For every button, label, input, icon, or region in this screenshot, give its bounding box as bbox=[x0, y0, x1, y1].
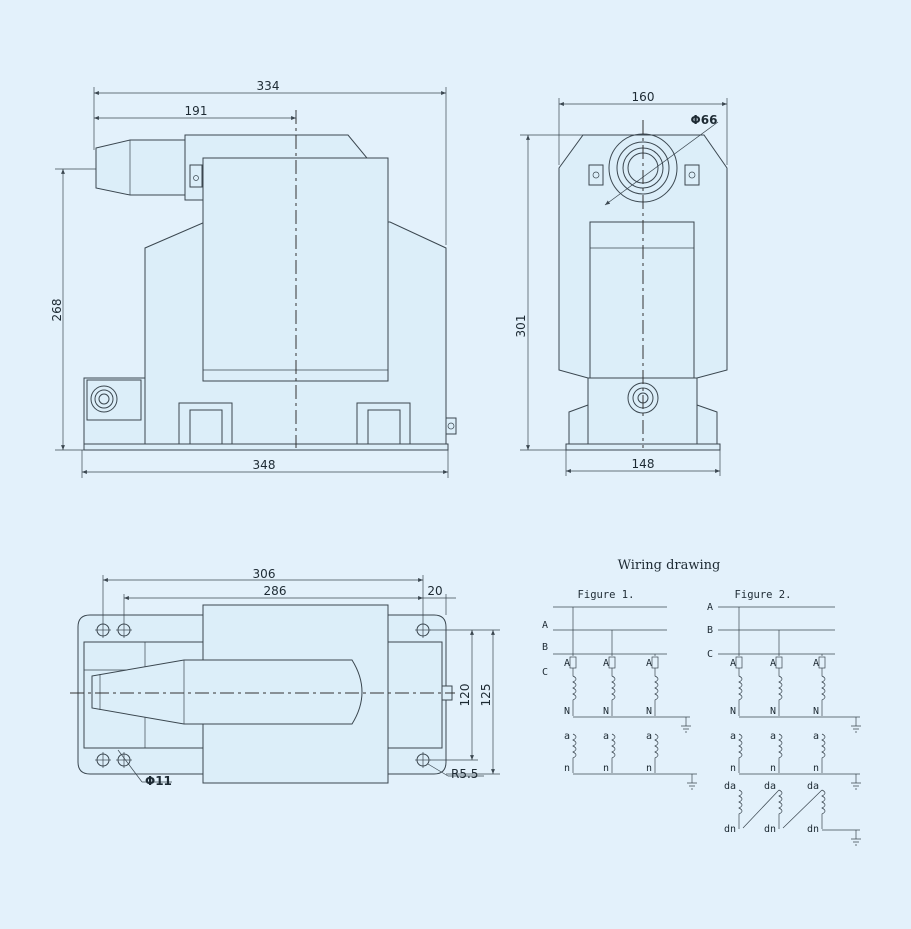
fig1-terminal-labels: A A A N N N a a a n n n bbox=[564, 658, 652, 774]
fig1-label: a bbox=[603, 731, 609, 742]
top-dim-286: 286 bbox=[264, 584, 287, 598]
fig2-label: N bbox=[730, 706, 736, 717]
fig1-windings bbox=[569, 607, 697, 790]
fig2-phase-a: A bbox=[707, 602, 713, 613]
front-dim-268: 268 bbox=[50, 299, 64, 322]
fig2-label: A bbox=[770, 658, 776, 669]
mounting-holes bbox=[95, 622, 431, 768]
fig2-label: n bbox=[730, 763, 736, 774]
fig2-label: a bbox=[730, 731, 736, 742]
fig1-phase-b: B bbox=[542, 642, 548, 653]
fig2-label: dn bbox=[724, 824, 736, 835]
top-dim-125: 125 bbox=[479, 684, 493, 707]
side-dim-148: 148 bbox=[632, 457, 655, 471]
fig2-label: A bbox=[730, 658, 736, 669]
side-dim-phi66: Φ66 bbox=[691, 113, 718, 127]
fig2-phase-c: C bbox=[707, 649, 713, 660]
wiring-title: Wiring drawing bbox=[618, 558, 721, 573]
side-dim-160: 160 bbox=[632, 90, 655, 104]
fig2-label: dn bbox=[764, 824, 776, 835]
fig1-label: n bbox=[603, 763, 609, 774]
fig1-label: A bbox=[564, 658, 570, 669]
top-view: 306 286 20 120 125 Φ11 R5.5 bbox=[70, 567, 500, 788]
fig2-label: da bbox=[724, 781, 736, 792]
fig2-label: N bbox=[770, 706, 776, 717]
fig1-label: N bbox=[646, 706, 652, 717]
top-dim-r55: R5.5 bbox=[451, 767, 478, 781]
figure1-title: Figure 1. bbox=[578, 589, 635, 601]
fig2-label: n bbox=[770, 763, 776, 774]
fig1-phase-a: A bbox=[542, 620, 548, 631]
wiring-figure-2: Figure 2. A B C bbox=[707, 589, 835, 660]
fig2-label: N bbox=[813, 706, 819, 717]
fig1-label: N bbox=[603, 706, 609, 717]
fig2-label: a bbox=[770, 731, 776, 742]
fig1-label: n bbox=[564, 763, 570, 774]
fig1-label: A bbox=[603, 658, 609, 669]
top-dim-120: 120 bbox=[458, 684, 472, 707]
fig2-phase-b: B bbox=[707, 625, 713, 636]
top-dim-306: 306 bbox=[253, 567, 276, 581]
fig2-terminal-labels: A A A N N N a a a n n n da da da dn dn d… bbox=[724, 658, 819, 835]
top-dim-phi11: Φ11 bbox=[145, 774, 172, 788]
fig2-windings bbox=[735, 607, 861, 846]
front-dim-334: 334 bbox=[257, 79, 280, 93]
front-dim-191: 191 bbox=[185, 104, 208, 118]
fig1-label: a bbox=[564, 731, 570, 742]
fig2-label: da bbox=[764, 781, 776, 792]
fig1-label: a bbox=[646, 731, 652, 742]
front-dim-348: 348 bbox=[253, 458, 276, 472]
top-dim-20: 20 bbox=[427, 584, 442, 598]
fig1-label: n bbox=[646, 763, 652, 774]
figure2-title: Figure 2. bbox=[735, 589, 792, 601]
fig2-label: a bbox=[813, 731, 819, 742]
fig1-label: N bbox=[564, 706, 570, 717]
side-dim-301: 301 bbox=[514, 315, 528, 338]
wiring-figure-1: Figure 1. A B C bbox=[542, 589, 667, 678]
side-view: Φ66 160 301 148 bbox=[514, 90, 728, 476]
fig2-label: n bbox=[813, 763, 819, 774]
fig1-phase-c: C bbox=[542, 667, 548, 678]
wiring-diagram: Wiring drawing Figure 1. A B C Figure 2.… bbox=[542, 558, 861, 846]
fig2-label: dn bbox=[807, 824, 819, 835]
front-view: 334 191 268 348 bbox=[50, 79, 457, 478]
fig2-label: A bbox=[813, 658, 819, 669]
fig2-label: da bbox=[807, 781, 819, 792]
fig1-label: A bbox=[646, 658, 652, 669]
